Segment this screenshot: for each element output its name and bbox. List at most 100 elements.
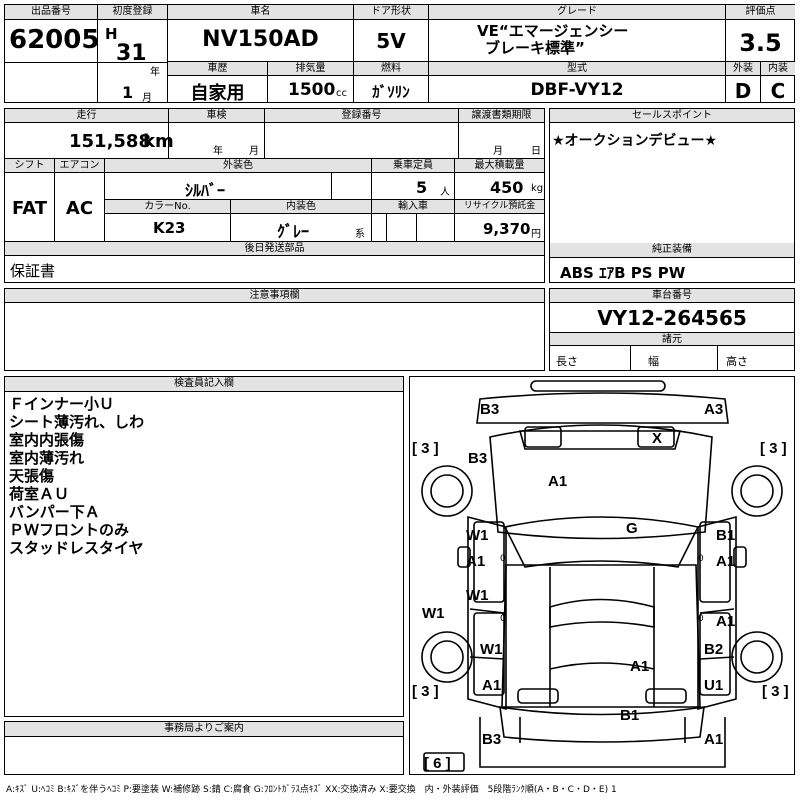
inspector-note-line: 室内内張傷 xyxy=(9,431,85,449)
displacement-label: 排気量 xyxy=(268,62,353,76)
damage-b3-fender: B3 xyxy=(468,450,488,467)
damage-b1-rear-bumper: B1 xyxy=(620,707,640,724)
door-handle-mark: 0 xyxy=(698,554,704,564)
inspector-note-line: スタッドレスタイヤ xyxy=(9,539,144,557)
grade-line-1: VE“エマージェンシー xyxy=(477,22,629,40)
damage-u1-rear-right: U1 xyxy=(704,677,724,694)
tire-spare: [ 6 ] xyxy=(424,755,451,772)
damage-a1-rear-left: A1 xyxy=(482,677,502,694)
fuel: ｶﾞｿﾘﾝ xyxy=(372,83,410,101)
score-label: 評価点 xyxy=(726,5,795,20)
door-handle-mark: 0 xyxy=(698,614,704,624)
selling-point-label: セールスポイント xyxy=(550,109,794,123)
recycle-unit: 円 xyxy=(531,229,541,240)
ac-cell: エアコン AC xyxy=(55,159,105,241)
int-color-cell: 内装色 ｸﾞﾚｰ 系 xyxy=(231,200,372,241)
mileage-label: 走行 xyxy=(5,109,168,123)
inspector-note-line: 荷室ＡＵ xyxy=(9,485,70,503)
reg-year: 31 xyxy=(116,41,147,66)
recycle-fee: 9,370 xyxy=(483,220,531,238)
inspection-label: 車検 xyxy=(169,109,264,123)
chassis-label: 車台番号 xyxy=(550,289,794,303)
damage-w1-front-door-left: W1 xyxy=(466,527,489,544)
car-name-label: 車名 xyxy=(168,5,353,20)
transfer-cell: 譲渡書類期限 日 月 xyxy=(459,109,544,158)
door-cell: ドア形状 5V xyxy=(354,5,429,62)
reg-month: 1 xyxy=(122,83,134,102)
year-unit: 年 xyxy=(150,67,160,78)
import-cell: 輸入車 xyxy=(372,200,455,241)
color-no: K23 xyxy=(153,219,186,237)
inspector-note-line: 天張傷 xyxy=(9,467,55,485)
door-handle-mark: 0 xyxy=(500,554,506,564)
mileage-unit: km xyxy=(143,131,174,152)
ac-label: エアコン xyxy=(55,159,104,173)
damage-b3-rear-left: B3 xyxy=(482,731,502,748)
capacity-label: 乗車定員 xyxy=(372,159,454,173)
later-parts-box: 後日発送部品 保証書 xyxy=(4,242,545,283)
shift: FAT xyxy=(11,198,48,219)
displacement-unit: cc xyxy=(336,88,347,99)
notes-box: 注意事項欄 xyxy=(4,288,545,371)
inspector-note-line: バンパー下Ａ xyxy=(9,503,100,521)
damage-w1-rear-door-left: W1 xyxy=(466,587,489,604)
ext-color-label: 外装色 xyxy=(105,159,371,173)
damage-w1-side-left: W1 xyxy=(422,605,445,622)
first-reg-cell: 初度登録 H 31 年 1 月 xyxy=(98,5,168,104)
inspection-year-unit: 年 xyxy=(213,146,223,157)
office-label: 事務局よりご案内 xyxy=(5,722,403,737)
exterior-grade-cell: 外装 D xyxy=(726,62,761,103)
interior-grade-cell: 内装 C xyxy=(761,62,795,103)
model-label: 型式 xyxy=(429,62,725,76)
damage-w1-quarter-left: W1 xyxy=(480,641,503,658)
width-label: 幅 xyxy=(648,355,659,368)
damage-a1-front-door-left: A1 xyxy=(466,553,486,570)
damage-diagram: [ 3 ] [ 3 ] [ 3 ] [ 3 ] [ 6 ] B3 A3 X B3… xyxy=(409,376,795,775)
inspector-label: 検査員記入欄 xyxy=(5,377,403,392)
recycle-cell: リサイクル預託金 9,370 円 xyxy=(455,200,544,241)
chassis-number: VY12-264565 xyxy=(597,306,747,330)
tire-front-left: [ 3 ] xyxy=(412,440,439,457)
damage-g-glass: G xyxy=(626,520,638,537)
transfer-label: 譲渡書類期限 xyxy=(459,109,544,123)
fuel-label: 燃料 xyxy=(354,62,428,76)
recycle-label: リサイクル預託金 xyxy=(455,200,544,214)
load-cell: 最大積載量 450 kg xyxy=(455,159,544,200)
damage-a3-front-right: A3 xyxy=(704,401,724,418)
tire-front-right: [ 3 ] xyxy=(760,440,787,457)
grade-line-2: ブレーキ標準” xyxy=(485,39,585,57)
car-name-cell: 車名 NV150AD xyxy=(168,5,354,62)
score-cell: 評価点 3.5 xyxy=(726,5,795,62)
damage-a1-hood: A1 xyxy=(548,473,568,490)
load-unit: kg xyxy=(531,183,544,194)
equipment-label: 純正装備 xyxy=(550,243,794,258)
dims-label: 諸元 xyxy=(550,332,794,346)
color-no-label: カラーNo. xyxy=(105,200,230,214)
inspection-cell: 車検 年 月 xyxy=(169,109,265,158)
mileage-row: 走行 151,588 km 車検 年 月 登録番号 譲渡書類期限 日 月 xyxy=(4,108,545,159)
displacement-cell: 排気量 1500 cc xyxy=(268,62,354,103)
notes-label: 注意事項欄 xyxy=(5,289,544,303)
inspection-month-unit: 月 xyxy=(249,146,259,157)
era: H xyxy=(105,25,118,43)
interior-label: 内装 xyxy=(761,62,795,76)
damage-a1-front-door-right: A1 xyxy=(716,553,736,570)
later-parts: 保証書 xyxy=(10,262,56,280)
score: 3.5 xyxy=(739,29,782,57)
lot-cell: 出品番号 62005 xyxy=(5,5,99,62)
car-name: NV150AD xyxy=(202,27,319,52)
shift-cell: シフト FAT xyxy=(5,159,55,241)
fuel-cell: 燃料 ｶﾞｿﾘﾝ xyxy=(354,62,429,103)
mileage-cell: 走行 151,588 km xyxy=(5,109,174,158)
inspector-note-line: Ｆインナー小Ｕ xyxy=(9,395,115,413)
height-label: 高さ xyxy=(726,355,748,368)
ac: AC xyxy=(65,198,94,219)
tire-rear-left: [ 3 ] xyxy=(412,683,439,700)
damage-a1-rear-door-right: A1 xyxy=(716,613,736,630)
color-no-cell: カラーNo. K23 xyxy=(105,200,231,241)
selling-point: ★オークションデビュー★ xyxy=(552,133,718,149)
mileage: 151,588 xyxy=(69,131,151,152)
ext-color: ｼﾙﾊﾞｰ xyxy=(185,181,226,200)
